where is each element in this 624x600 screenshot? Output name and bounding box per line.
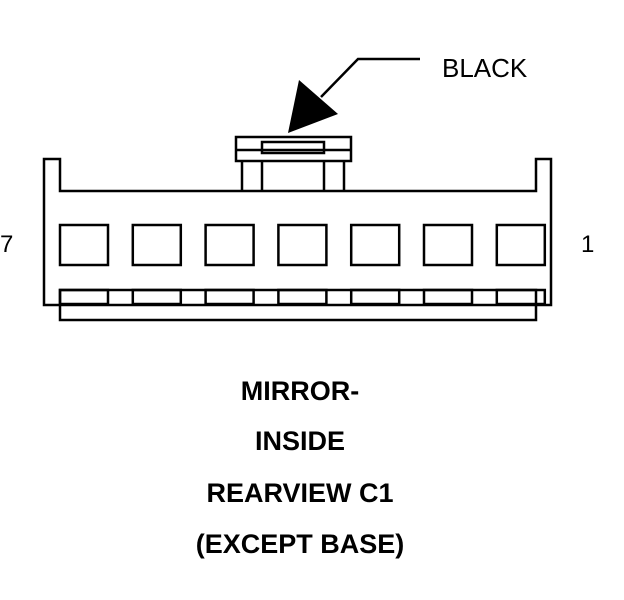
pin-cavity-5 [204, 223, 255, 267]
pin-7-label: 7 [0, 231, 13, 258]
callout-label: BLACK [442, 53, 528, 83]
pin-cavity-1 [495, 223, 547, 267]
pin-1-label: 1 [581, 231, 594, 258]
pin-slot-3 [349, 288, 401, 306]
pin-cavity-7 [58, 223, 110, 267]
connector-caption-line-3: REARVIEW C1 [206, 478, 394, 508]
pin-slot-7 [58, 288, 110, 306]
latch-inner [260, 140, 326, 155]
pin-slot-1 [495, 288, 547, 306]
connector-caption-line-1: MIRROR- [240, 376, 360, 406]
callout-arrowhead [288, 80, 338, 133]
connector-caption-line-2: INSIDE [254, 426, 346, 456]
pin-cavity-6 [131, 223, 183, 267]
pin-cavity-2 [422, 223, 474, 267]
pin-slot-4 [277, 288, 328, 306]
callout-leader [320, 57, 420, 98]
connector-housing [42, 157, 553, 307]
pin-cavity-4 [277, 223, 328, 267]
connector-caption-line-4: (EXCEPT BASE) [195, 529, 405, 559]
pin-slot-6 [131, 288, 183, 306]
pin-cavity-3 [349, 223, 401, 267]
pin-slot-2 [422, 288, 474, 306]
pin-slot-5 [204, 288, 255, 306]
